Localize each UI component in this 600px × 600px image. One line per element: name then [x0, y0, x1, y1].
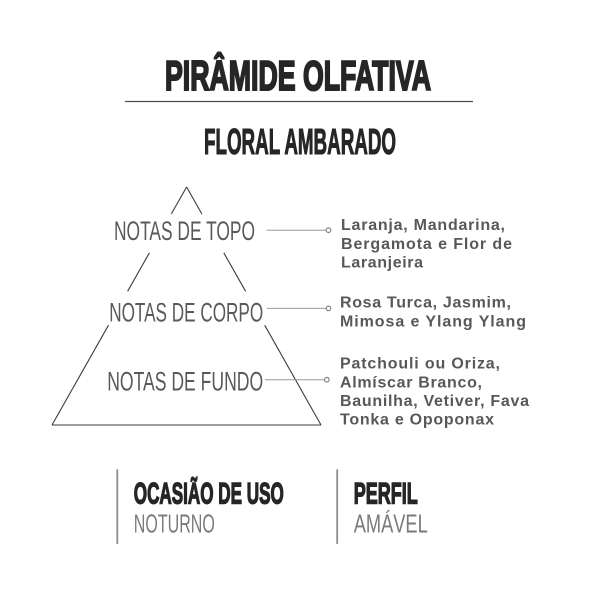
svg-text:Mimosa e Ylang Ylang: Mimosa e Ylang Ylang [340, 314, 526, 331]
svg-text:Tonka e Opoponax: Tonka e Opoponax [340, 412, 494, 429]
svg-text:OCASIÃO DE USO: OCASIÃO DE USO [134, 477, 284, 511]
svg-text:AMÁVEL: AMÁVEL [354, 509, 428, 539]
svg-text:Rosa Turca, Jasmim,: Rosa Turca, Jasmim, [340, 294, 511, 311]
svg-text:Bergamota e Flor de: Bergamota e Flor de [341, 236, 512, 253]
svg-text:NOTAS DE TOPO: NOTAS DE TOPO [114, 216, 255, 246]
svg-text:Almíscar Branco,: Almíscar Branco, [340, 374, 482, 391]
svg-text:Baunilha, Vetiver, Fava: Baunilha, Vetiver, Fava [340, 393, 529, 410]
svg-text:Laranjeira: Laranjeira [341, 254, 423, 271]
svg-text:NOTAS DE FUNDO: NOTAS DE FUNDO [107, 367, 263, 397]
svg-text:NOTAS DE CORPO: NOTAS DE CORPO [109, 298, 263, 328]
svg-text:Laranja, Mandarina,: Laranja, Mandarina, [341, 217, 505, 234]
svg-text:PIRÂMIDE OLFATIVA: PIRÂMIDE OLFATIVA [165, 51, 431, 99]
svg-text:PERFIL: PERFIL [354, 478, 418, 511]
svg-text:NOTURNO: NOTURNO [134, 509, 215, 539]
svg-text:FLORAL AMBARADO: FLORAL AMBARADO [204, 121, 396, 162]
svg-text:Patchouli ou Oriza,: Patchouli ou Oriza, [340, 356, 500, 373]
